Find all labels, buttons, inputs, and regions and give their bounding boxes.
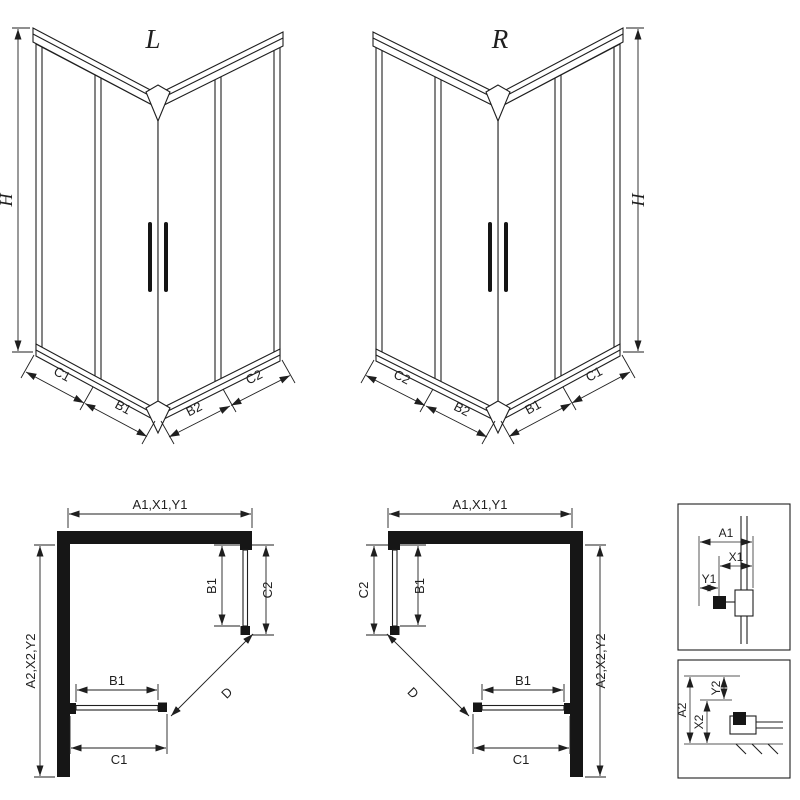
top-rails <box>32 27 284 109</box>
plan-l-side-b1-label: B1 <box>204 578 219 594</box>
detail-bottom-labels: A2 X2 Y2 <box>675 680 723 729</box>
plan-l-side-c2-label: C2 <box>260 582 275 599</box>
detail-top-dim-lines <box>698 536 754 606</box>
detail-y1-label: Y1 <box>702 572 717 586</box>
plan-r-width-dim-label: A1,X1,Y1 <box>453 497 508 512</box>
detail-x1-label: X1 <box>729 550 744 564</box>
detail-top-box: A1 X1 Y1 <box>677 503 791 651</box>
detail-top-profile-drawing <box>713 516 754 644</box>
dim-label-b1-l: B1 <box>113 397 134 418</box>
height-dim-label-r: H <box>628 193 648 208</box>
glass-panels <box>35 43 281 419</box>
plan-r-front-c1-label: C1 <box>513 752 530 767</box>
plan-l-front-b1-label: B1 <box>109 673 125 688</box>
plan-l-front-c1-label: C1 <box>111 752 128 767</box>
dim-label-c1-l: C1 <box>51 363 73 384</box>
variant-label-l: L <box>144 24 160 54</box>
plan-l-depth-dim-label: A2,X2,Y2 <box>23 634 38 689</box>
detail-bottom-dim-lines <box>684 675 783 745</box>
detail-bottom-profile-drawing <box>729 712 783 755</box>
height-dim-label-l: H <box>0 193 16 208</box>
detail-a2-label: A2 <box>675 702 689 717</box>
side-glass-panel <box>240 544 252 635</box>
door-handles <box>148 222 168 292</box>
width-dimension-lines <box>20 354 296 445</box>
front-view-l-labels: L H C1 B1 B2 C2 <box>0 24 265 419</box>
detail-a1-label: A1 <box>719 526 734 540</box>
front-glass-panel <box>70 702 167 714</box>
plan-r-side-b1-label: B1 <box>412 578 427 594</box>
plan-dimension-lines <box>34 508 274 778</box>
dim-label-c2-r: C2 <box>391 367 413 388</box>
walls <box>57 531 252 777</box>
plan-r-entry-d-label: D <box>405 684 422 701</box>
dim-label-b2-l: B2 <box>183 399 204 420</box>
plan-r-depth-dim-label: A2,X2,Y2 <box>593 634 608 689</box>
variant-label-r: R <box>491 24 509 54</box>
plan-l-entry-d-label: D <box>218 684 235 701</box>
detail-top-border <box>677 503 791 651</box>
plan-r-side-c2-label: C2 <box>356 582 371 599</box>
dim-label-c2-l: C2 <box>243 367 265 388</box>
detail-top-labels: A1 X1 Y1 <box>702 526 744 586</box>
plan-view-r-geometry <box>366 508 606 777</box>
door-edge-lines <box>41 47 275 389</box>
dim-label-c1-r: C1 <box>583 363 605 384</box>
detail-bottom-border <box>677 659 791 779</box>
height-dimension-lines <box>12 27 33 353</box>
plan-view-r-labels: A1,X1,Y1 A2,X2,Y2 C2 B1 B1 C1 D <box>356 497 608 767</box>
detail-x2-label: X2 <box>692 714 706 729</box>
detail-bottom-box: A2 X2 Y2 <box>675 659 791 779</box>
front-view-r-labels: R H C2 B2 B1 C1 <box>391 24 648 419</box>
dim-label-b2-r: B2 <box>452 399 473 420</box>
detail-y2-label: Y2 <box>709 680 723 695</box>
corner-caps <box>145 84 171 435</box>
dim-label-b1-r: B1 <box>522 397 543 418</box>
plan-r-front-b1-label: B1 <box>515 673 531 688</box>
plan-l-width-dim-label: A1,X1,Y1 <box>133 497 188 512</box>
